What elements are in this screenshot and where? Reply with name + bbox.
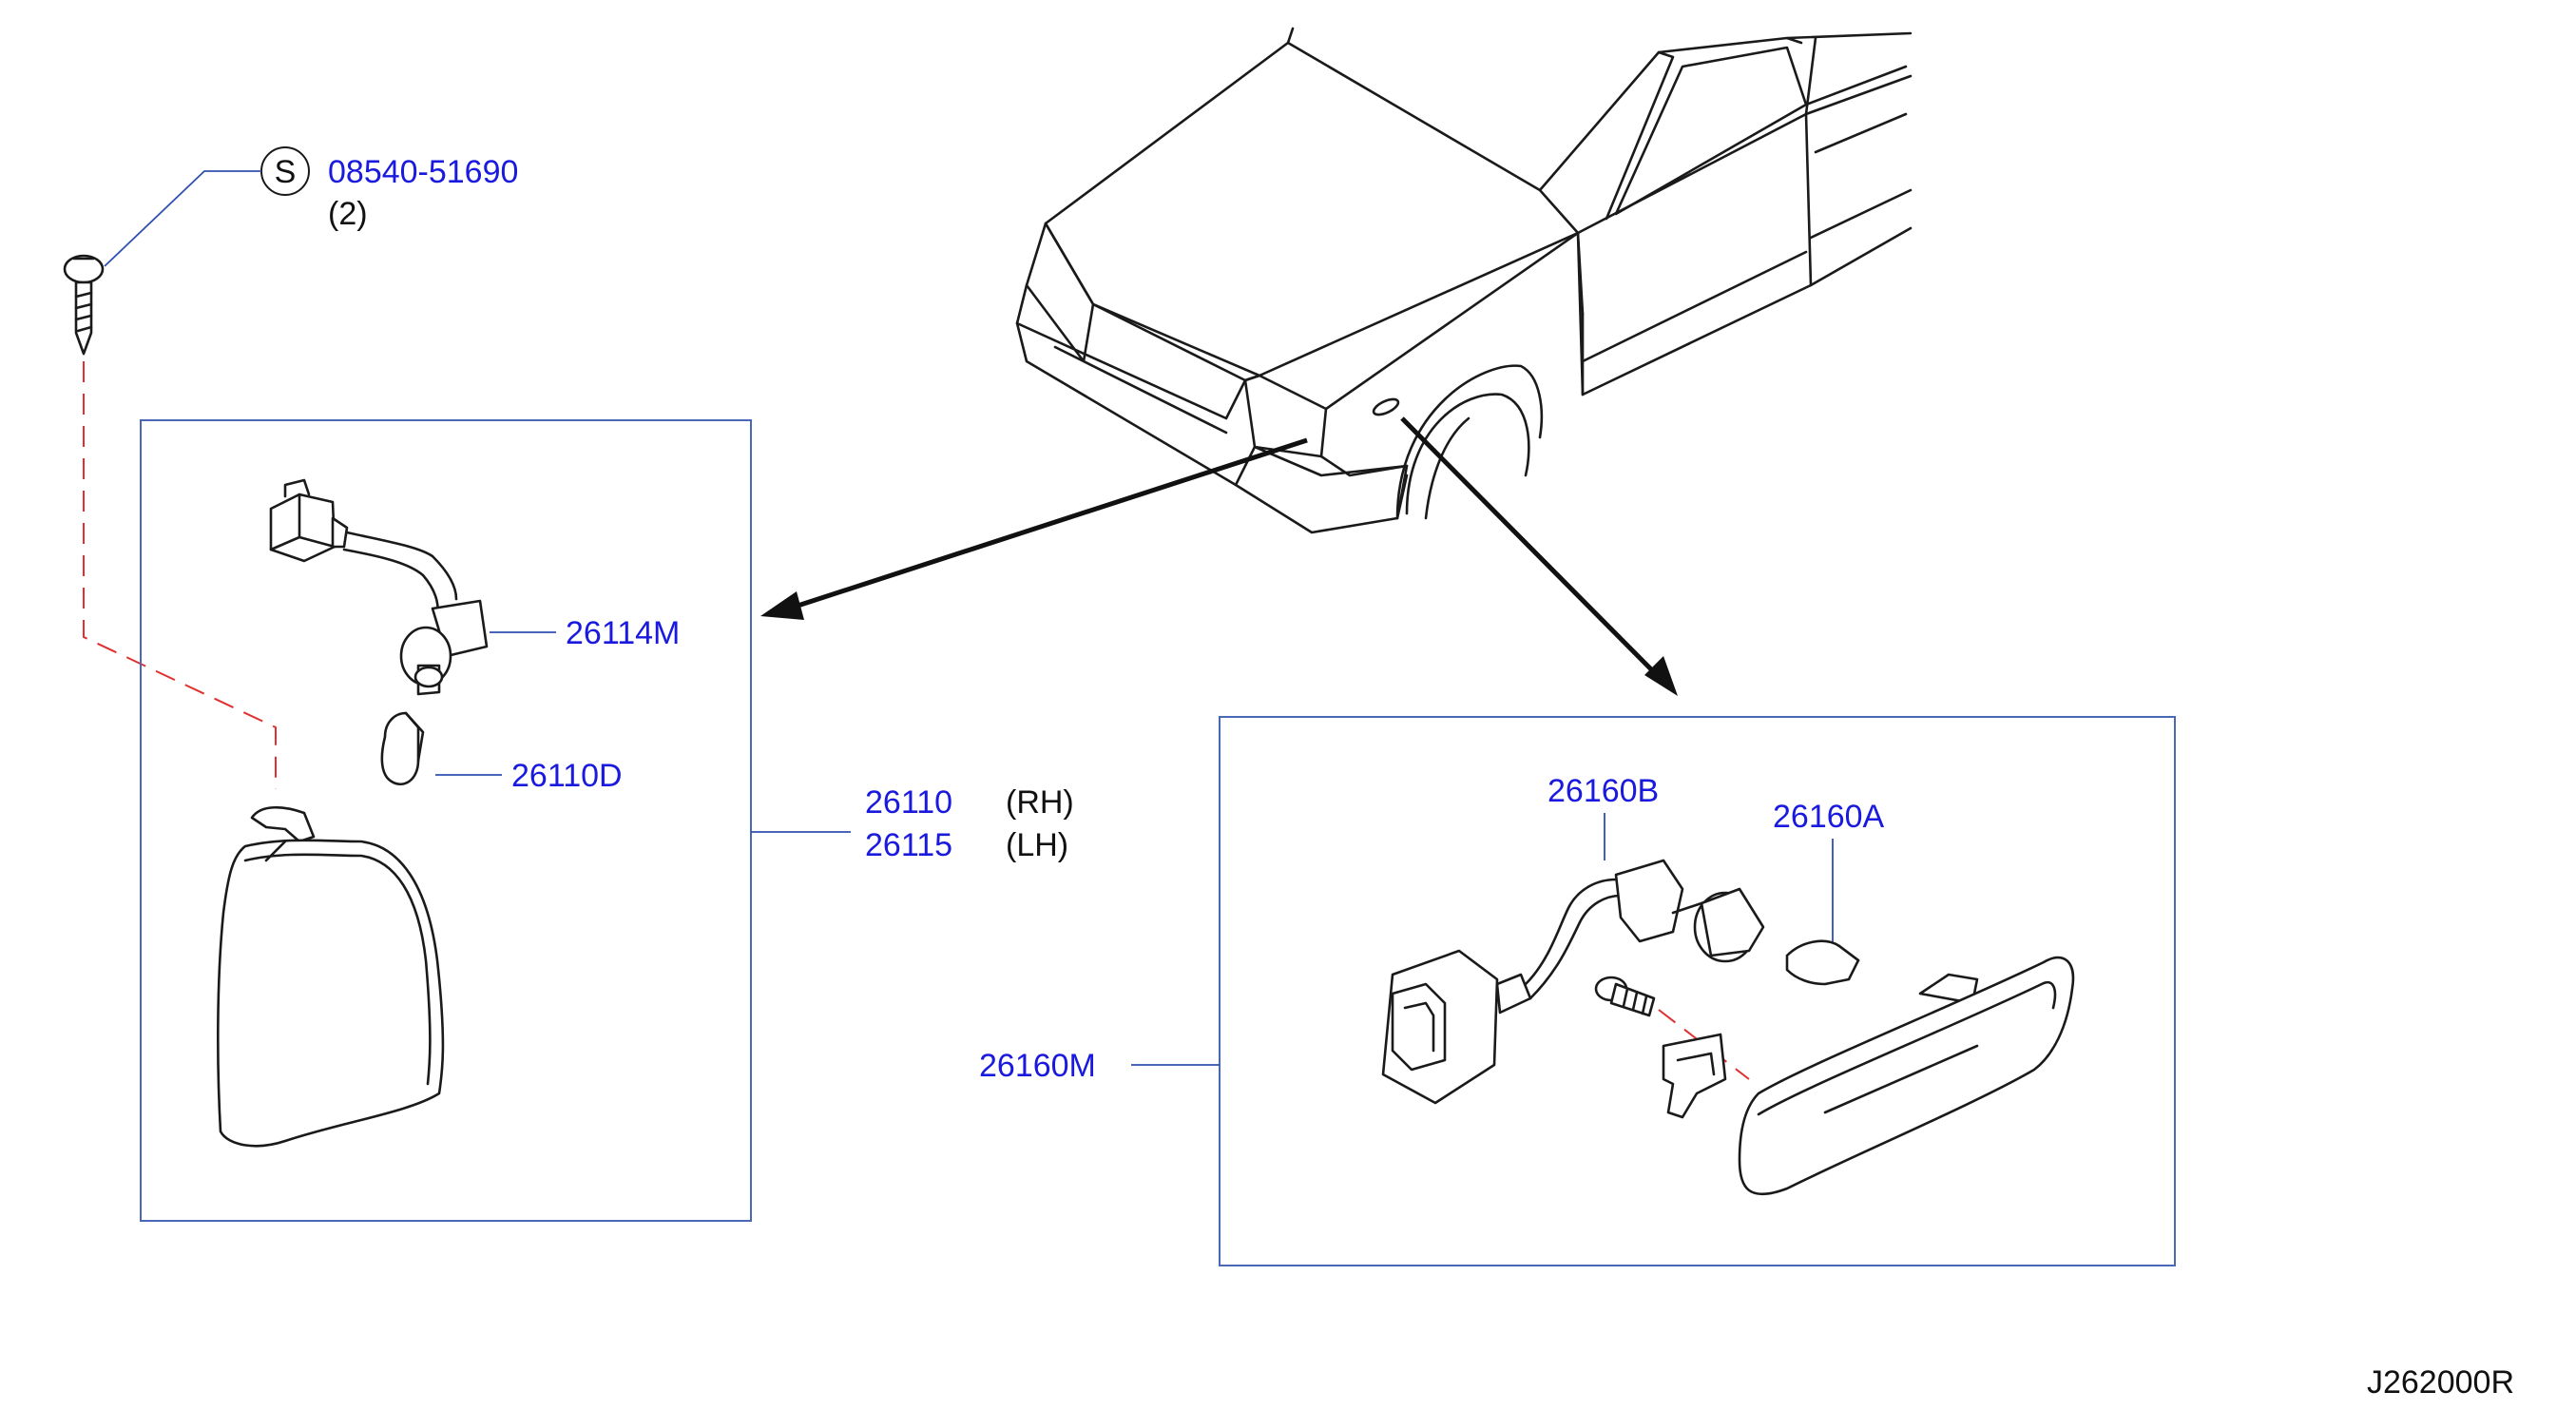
bulb-label: 26110D: [511, 758, 623, 794]
marker-clip-icon: [1662, 1033, 1727, 1119]
arrow-head-side-marker: [1644, 656, 1678, 696]
screw-leader: [104, 170, 261, 267]
corner-lamp-lh-tag: (LH): [1006, 827, 1068, 863]
corner-lamp-rh-part: 26110: [865, 784, 952, 821]
screw-quantity: (2): [328, 196, 368, 232]
corner-lamp-icon: [216, 805, 445, 1148]
callout-arrows: [760, 416, 1678, 696]
marker-bolt-icon: [1594, 976, 1656, 1017]
bulb-icon: [380, 711, 425, 786]
marker-bulb-label: 26160A: [1773, 799, 1885, 835]
side-marker-frame: [1219, 716, 2176, 1266]
side-marker-box: 26160B 26160A: [979, 716, 2176, 1266]
diagram-id: J262000R: [2367, 1364, 2514, 1401]
screw-icon: [63, 254, 105, 356]
arrow-to-corner-lamp: [788, 437, 1308, 611]
screw-part-number: 08540-51690: [328, 154, 518, 190]
marker-bulb-icon: [1785, 939, 1860, 986]
corner-lamp-frame: [140, 419, 752, 1222]
arrow-head-corner-lamp: [760, 591, 804, 620]
socket-harness-label: 26114M: [566, 615, 680, 651]
marker-harness-icon: [1381, 859, 1765, 1105]
socket-harness-icon: [269, 478, 489, 696]
screw-symbol: S: [275, 154, 297, 190]
car-illustration: [1015, 27, 1913, 534]
screw-group: S 08540-51690 (2): [63, 146, 518, 789]
screw-fit-line: [83, 361, 277, 789]
marker-assembly-label: 26160M: [979, 1048, 1096, 1084]
bolt-fit-line: [1658, 1009, 1750, 1080]
corner-lamp-rh-tag: (RH): [1006, 784, 1074, 821]
corner-lamp-lh-part: 26115: [865, 827, 952, 863]
arrow-to-side-marker: [1400, 416, 1661, 679]
side-marker-lens-icon: [1738, 956, 2075, 1196]
corner-lamp-box: 26114M 26110D 26110 (RH) 26115 (LH): [140, 419, 1074, 1222]
harness-label: 26160B: [1548, 773, 1659, 809]
